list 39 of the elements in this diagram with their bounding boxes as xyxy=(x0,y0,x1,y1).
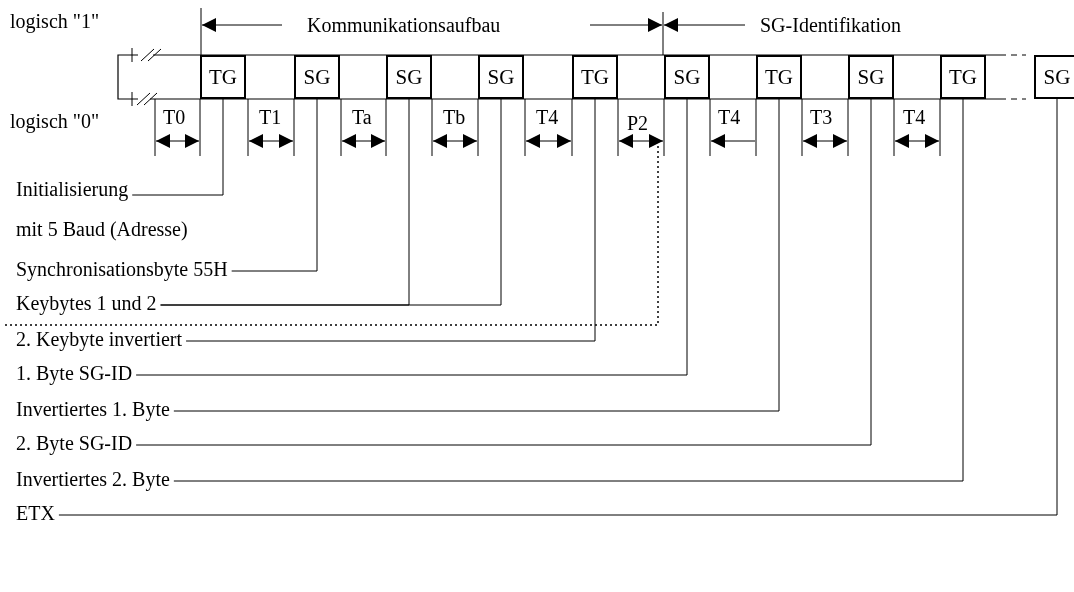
leader-line xyxy=(173,98,964,482)
byte-box: SG xyxy=(1034,55,1074,99)
description-text: 2. Keybyte invertiert xyxy=(16,328,183,350)
description-text: 1. Byte SG-ID xyxy=(16,362,133,384)
description-text: Keybytes 1 und 2 xyxy=(16,292,157,314)
leader-line xyxy=(135,98,688,376)
description-text: Synchronisationsbyte 55H xyxy=(16,258,228,280)
byte-box: SG xyxy=(664,55,710,99)
byte-box: TG xyxy=(200,55,246,99)
interval-label: Tb xyxy=(443,106,466,128)
interval-label: T0 xyxy=(163,106,186,128)
byte-box: SG xyxy=(294,55,340,99)
byte-box: SG xyxy=(478,55,524,99)
byte-box: SG xyxy=(386,55,432,99)
interval-label: T1 xyxy=(259,106,282,128)
leader-line xyxy=(58,98,1058,516)
description-text: Invertiertes 1. Byte xyxy=(16,398,170,420)
byte-box: SG xyxy=(848,55,894,99)
byte-box: TG xyxy=(756,55,802,99)
description-text: 2. Byte SG-ID xyxy=(16,432,133,454)
leader-line xyxy=(131,98,224,196)
level-label: logisch "1" xyxy=(10,10,100,32)
leader-line xyxy=(231,98,318,272)
interval-label: T3 xyxy=(810,106,833,128)
description-text: ETX xyxy=(16,502,55,524)
leader-line xyxy=(135,98,872,446)
leader-line xyxy=(185,98,596,342)
interval-label: T4 xyxy=(718,106,741,128)
description-text: Invertiertes 2. Byte xyxy=(16,468,170,490)
interval-label: Ta xyxy=(352,106,372,128)
leader-line xyxy=(160,98,502,306)
interval-label: P2 xyxy=(627,112,649,134)
leader-line xyxy=(173,98,780,412)
interval-label: T4 xyxy=(903,106,926,128)
byte-box: TG xyxy=(572,55,618,99)
level-label: logisch "0" xyxy=(10,110,100,132)
interval-label: T4 xyxy=(536,106,559,128)
byte-box: TG xyxy=(940,55,986,99)
description-text: Initialisierung mit 5 Baud (Adresse) xyxy=(16,169,188,249)
